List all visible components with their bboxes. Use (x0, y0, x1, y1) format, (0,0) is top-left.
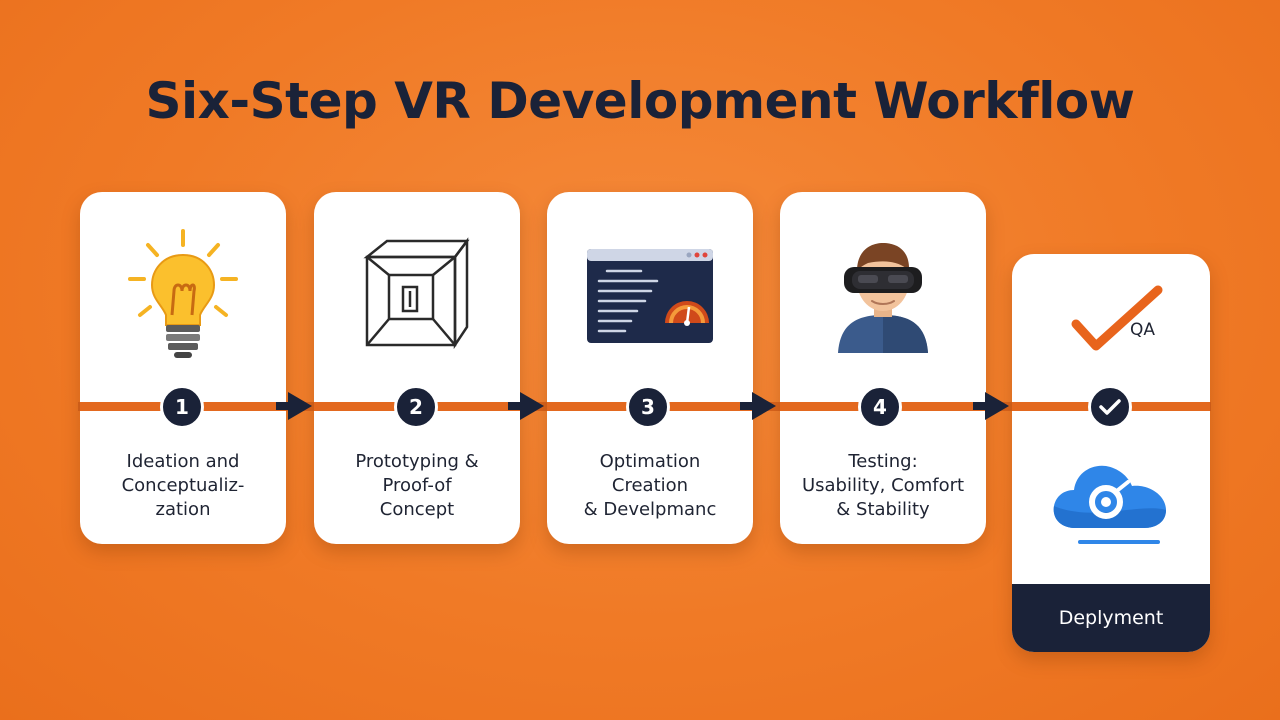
checkmark-icon (1071, 285, 1163, 351)
flow-arrow-icon (973, 392, 1009, 420)
wireframe-cube-icon (363, 237, 470, 350)
page-title: Six-Step VR Development Workflow (145, 72, 1135, 130)
step-label: Prototyping & Proof-of Concept (355, 451, 479, 520)
step-number-badge: 2 (394, 385, 438, 429)
vr-headset-user-icon (838, 243, 928, 353)
deployment-footer: Deplyment (1012, 584, 1210, 652)
flow-arrow-icon (276, 392, 312, 420)
step-card-2: Prototyping & Proof-of Concept (314, 192, 520, 544)
step-number-badge: 3 (626, 385, 670, 429)
step-label: Ideation and Conceptualiz- zation (121, 451, 245, 520)
step-card-3: Optimation Creation & Develpmanc (547, 192, 753, 544)
step-card-4: Testing: Usability, Comfort & Stability (780, 192, 986, 544)
final-check-badge (1088, 385, 1132, 429)
code-window-icon (587, 249, 713, 343)
step-label: Testing: Usability, Comfort & Stability (801, 451, 965, 520)
step-number-badge: 1 (160, 385, 204, 429)
step-number-badge: 4 (858, 385, 902, 429)
step-card-1: Ideation and Conceptualiz- zation (80, 192, 286, 544)
flow-arrow-icon (508, 392, 544, 420)
cloud-icon (1053, 465, 1166, 544)
check-icon (1099, 399, 1121, 415)
step-label: Optimation Creation & Develpmanc (583, 451, 717, 520)
flow-arrow-icon (740, 392, 776, 420)
qa-label: QA (1130, 320, 1156, 340)
lightbulb-icon (128, 229, 238, 358)
deployment-card: QA Deplyment (1012, 254, 1210, 652)
